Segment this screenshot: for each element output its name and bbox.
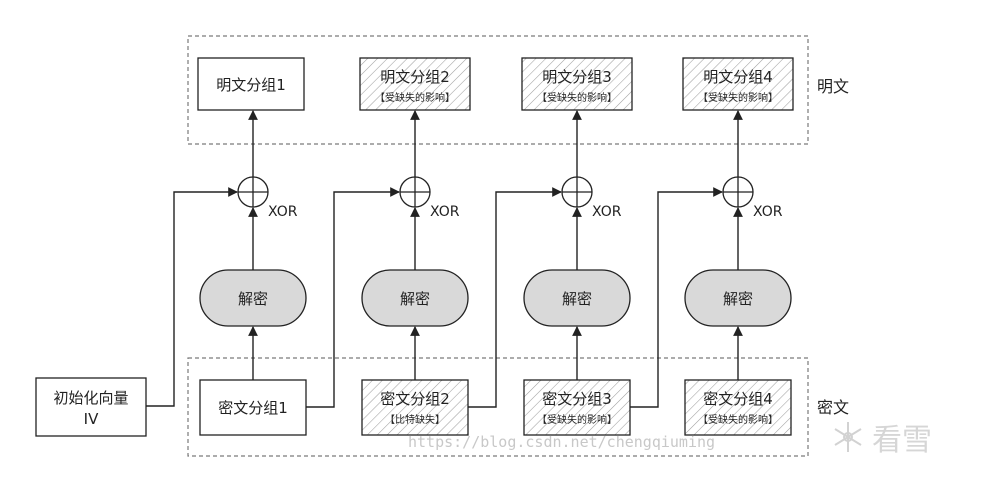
plaintext-block-4-note: 【受缺失的影响】	[698, 91, 778, 104]
arrow-cipher1-to-xor2	[306, 187, 400, 408]
xor-label-2: XOR	[430, 204, 460, 220]
ciphertext-region-label: 密文	[817, 398, 849, 417]
plaintext-region-label: 明文	[817, 77, 849, 96]
xor-node-3	[561, 176, 593, 208]
decrypt-label-4: 解密	[723, 290, 753, 308]
ciphertext-block-4: 密文分组4 【受缺失的影响】	[684, 379, 792, 436]
ciphertext-block-2: 密文分组2 【比特缺失】	[361, 379, 469, 436]
watermark-brand: 看雪	[872, 423, 932, 458]
plaintext-block-2: 明文分组2 【受缺失的影响】	[359, 57, 471, 111]
plaintext-block-1: 明文分组1	[197, 57, 305, 111]
arrow-cipher2-to-xor3	[468, 187, 562, 408]
plaintext-block-4-title: 明文分组4	[703, 68, 773, 86]
plaintext-block-3-note: 【受缺失的影响】	[537, 91, 617, 104]
decrypt-label-3: 解密	[562, 290, 592, 308]
xor-node-2	[399, 176, 431, 208]
plaintext-block-2-title: 明文分组2	[380, 68, 450, 86]
ciphertext-block-4-note: 【受缺失的影响】	[698, 413, 778, 426]
ciphertext-block-1: 密文分组1	[199, 379, 307, 436]
plaintext-region	[187, 35, 809, 145]
arrow-iv-to-xor1	[146, 187, 238, 407]
xor-label-3: XOR	[592, 204, 622, 220]
snowflake-icon	[834, 422, 862, 452]
xor-label-1: XOR	[268, 204, 298, 220]
decrypt-box-2: 解密	[361, 269, 469, 327]
plaintext-block-3-title: 明文分组3	[542, 68, 612, 86]
decrypt-label-2: 解密	[400, 290, 430, 308]
ciphertext-block-2-note: 【比特缺失】	[385, 413, 445, 426]
plaintext-block-4: 明文分组4 【受缺失的影响】	[682, 57, 794, 111]
ciphertext-block-4-title: 密文分组4	[703, 390, 773, 408]
xor-node-4	[722, 176, 754, 208]
iv-label-line1: 初始化向量	[53, 389, 128, 407]
arrow-cipher3-to-xor4	[630, 187, 723, 408]
iv-label-line2: IV	[84, 410, 99, 428]
decrypt-box-4: 解密	[684, 269, 792, 327]
plaintext-block-3: 明文分组3 【受缺失的影响】	[521, 57, 633, 111]
connectors	[146, 110, 743, 408]
xor-node-1	[237, 176, 269, 208]
xor-label-4: XOR	[753, 204, 783, 220]
ciphertext-block-3: 密文分组3 【受缺失的影响】	[523, 379, 631, 436]
ciphertext-block-3-title: 密文分组3	[542, 390, 612, 408]
decrypt-box-1: 解密	[199, 269, 307, 327]
iv-box: 初始化向量 IV	[35, 377, 147, 437]
watermark-url: https://blog.csdn.net/chengqiuming	[408, 433, 715, 451]
decrypt-label-1: 解密	[238, 290, 268, 308]
ciphertext-block-2-title: 密文分组2	[380, 390, 450, 408]
plaintext-block-2-note: 【受缺失的影响】	[375, 91, 455, 104]
decrypt-box-3: 解密	[523, 269, 631, 327]
ciphertext-block-3-note: 【受缺失的影响】	[537, 413, 617, 426]
plaintext-block-1-title: 明文分组1	[216, 76, 286, 94]
ciphertext-block-1-title: 密文分组1	[218, 399, 288, 417]
ciphertext-region	[187, 357, 809, 457]
